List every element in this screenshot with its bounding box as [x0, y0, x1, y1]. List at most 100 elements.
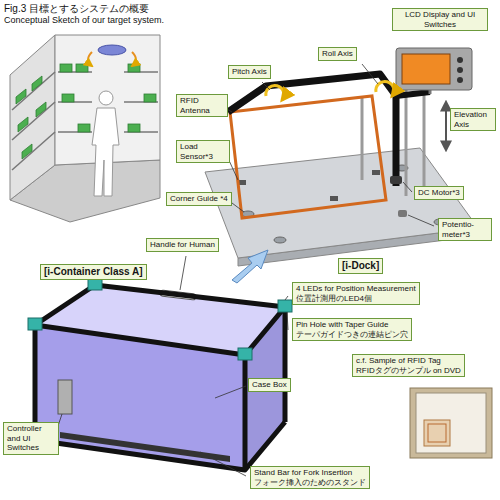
corner-block — [238, 348, 252, 360]
callout-text: Roll Axis — [322, 49, 353, 59]
container-icon — [32, 76, 42, 91]
corner-blocks — [28, 278, 292, 360]
callout-text: 位置計測用のLED4個 — [296, 294, 416, 304]
rfid-antenna — [230, 96, 386, 218]
callout-text: [i-Dock] — [342, 260, 379, 272]
callout-box: DC Motor*3 — [414, 186, 464, 200]
load-sensors — [238, 170, 380, 201]
callout-text: RFIDタグのサンプル on DVD — [356, 366, 461, 376]
leader-line — [287, 312, 288, 330]
container-icon — [60, 64, 72, 72]
dc-motor — [390, 176, 402, 184]
corner-block — [28, 318, 42, 330]
shelf — [12, 132, 55, 170]
ui-switch — [457, 77, 463, 83]
leader-line — [262, 82, 270, 90]
callout-text: LCD Display and UI Switches — [396, 10, 484, 29]
arm-frame — [228, 74, 396, 186]
room-illustration — [10, 35, 160, 222]
callout-box: Roll Axis — [318, 47, 357, 61]
callout-text: RFID Antenna — [180, 96, 224, 115]
leader-line — [232, 203, 244, 212]
callout-box: LCD Display and UI Switches — [392, 8, 488, 31]
callout-text: Corner Guide *4 — [170, 194, 228, 204]
load-sensor — [372, 170, 380, 175]
container-icon — [144, 94, 156, 102]
lcd-frame — [396, 48, 472, 90]
tag-coil — [428, 424, 446, 442]
load-sensor — [330, 196, 338, 201]
dc-motors — [390, 176, 402, 184]
stand-bar — [60, 432, 230, 462]
elevation-arrow — [445, 102, 447, 150]
roll-rotation-arrow — [376, 82, 394, 96]
rfid-tag — [424, 420, 450, 446]
callout-box: Controller and UI Switches — [3, 422, 59, 455]
callout-text: Controller and UI Switches — [7, 424, 55, 453]
figure-subtitle: Conceptual Sketch of our target system. — [4, 15, 164, 25]
container-icon — [76, 64, 88, 72]
docking-arrow — [232, 250, 268, 283]
room-left-wall — [10, 35, 55, 200]
container-icon — [36, 102, 46, 117]
callout-box: c.f. Sample of RFID TagRFIDタグのサンプル on DV… — [352, 354, 465, 377]
lcd-device — [396, 48, 472, 94]
callout-box: Load Sensor*3 — [176, 140, 230, 163]
green-containers — [16, 64, 156, 159]
callout-text: Elevation Axis — [454, 110, 492, 129]
callout-text: フォーク挿入のためのスタンド — [254, 478, 366, 488]
arm-frame — [396, 92, 430, 96]
motion-arrow — [132, 52, 136, 66]
pitch-rotation-arrow — [266, 86, 284, 100]
callout-box: RFID Antenna — [176, 94, 228, 117]
frame-top — [35, 285, 285, 355]
callout-text: Pitch Axis — [232, 67, 267, 77]
potentiometer — [398, 210, 407, 217]
flying-device — [88, 45, 136, 66]
pole — [405, 88, 408, 196]
callout-box: Pin Hole with Taper Guideテーパガイドつきの連結ピン穴 — [292, 318, 412, 341]
container-icon — [18, 117, 28, 132]
callout-box: Handle for Human — [146, 238, 219, 252]
container-icon — [62, 94, 74, 102]
stand-bars — [60, 432, 230, 462]
lcd-screen — [402, 54, 450, 84]
callout-box: [i-Container Class A] — [40, 264, 147, 280]
i-container-illustration — [28, 278, 292, 470]
callout-text: Potentio-meter*3 — [442, 220, 488, 239]
callout-text: c.f. Sample of RFID Tag — [356, 356, 461, 366]
callout-box: Corner Guide *4 — [166, 192, 232, 206]
callout-text: Load Sensor*3 — [180, 142, 226, 161]
device-body — [98, 45, 126, 55]
container-top-face — [35, 285, 285, 355]
callout-box: Potentio-meter*3 — [438, 218, 492, 241]
pole — [361, 98, 364, 180]
shelf — [12, 102, 55, 140]
frame-post — [243, 355, 248, 470]
container-icon — [22, 144, 32, 159]
frame-post — [283, 307, 288, 422]
dvd-case — [416, 393, 486, 453]
human-head — [99, 91, 113, 105]
controller — [58, 380, 72, 414]
human-body — [92, 108, 119, 196]
ui-switch — [457, 57, 463, 63]
photo-ground — [410, 388, 492, 458]
container-icon — [16, 89, 26, 104]
callout-text: Pin Hole with Taper Guide — [296, 320, 408, 330]
callout-text: テーパガイドつきの連結ピン穴 — [296, 330, 408, 340]
leader-line — [362, 64, 378, 84]
callout-text: Handle for Human — [150, 240, 215, 250]
leader-line — [408, 215, 434, 226]
callout-text: DC Motor*3 — [418, 188, 460, 198]
motion-arrow — [88, 52, 92, 66]
callout-text: 4 LEDs for Position Measurement — [296, 284, 416, 294]
callout-text: Stand Bar for Fork Insertion — [254, 468, 366, 478]
callout-box: Pitch Axis — [228, 65, 271, 79]
callout-box: Stand Bar for Fork Insertionフォーク挿入のためのスタ… — [250, 466, 370, 489]
corner-block — [278, 300, 292, 312]
figure-title: Fig.3 目標とするシステムの概要 — [4, 2, 149, 16]
callout-box: 4 LEDs for Position Measurement位置計測用のLED… — [292, 282, 420, 305]
callout-box: Case Box — [248, 378, 291, 392]
leader-line — [180, 256, 186, 290]
